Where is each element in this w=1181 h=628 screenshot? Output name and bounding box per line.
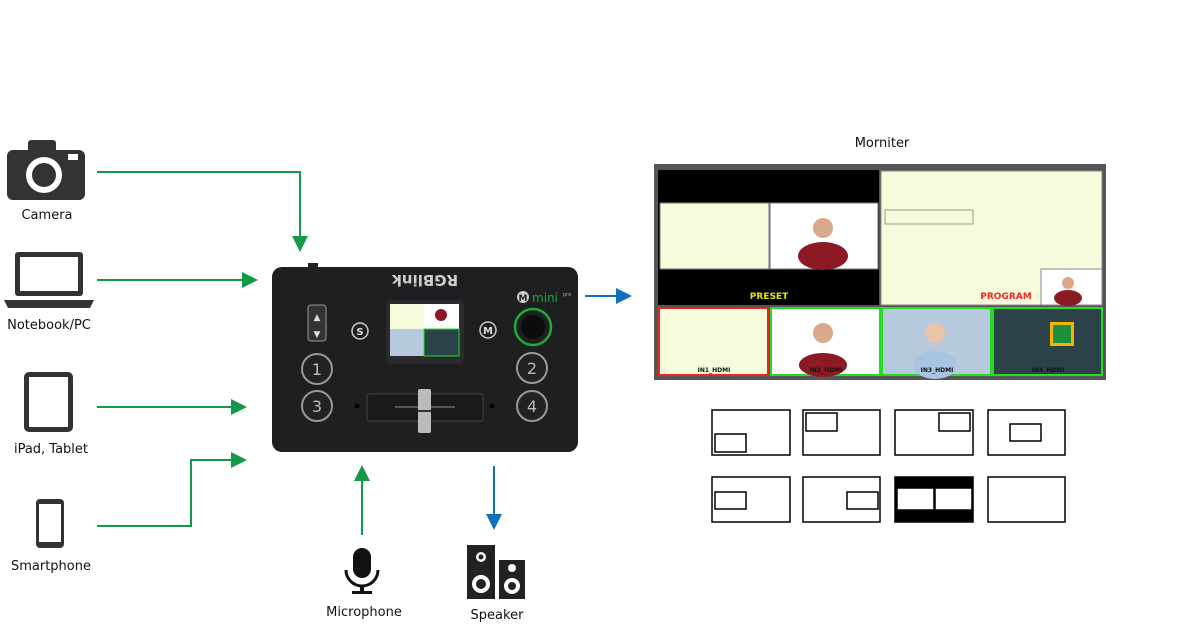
notebook-label: Notebook/PC <box>7 318 91 333</box>
m-button[interactable] <box>479 321 497 339</box>
tablet-icon <box>24 372 73 432</box>
layout-full[interactable] <box>987 476 1066 523</box>
button-1[interactable]: 1 <box>312 360 322 379</box>
m-button-label: M <box>483 326 493 337</box>
button-3[interactable]: 3 <box>312 397 322 416</box>
input-4-window <box>992 307 1103 376</box>
input-1-label: IN1_HDMI <box>698 367 731 374</box>
monitor-title: Morniter <box>855 136 910 151</box>
multiview-monitor: PRESET PROGRAM IN1_HDMI IN2_HDMI IN3_HDM… <box>654 164 1106 380</box>
preset-label: PRESET <box>750 292 789 302</box>
layout-pip-left[interactable] <box>711 476 791 523</box>
joystick[interactable] <box>521 315 545 339</box>
model-name: mini <box>532 291 558 305</box>
smartphone-icon <box>36 499 64 548</box>
brand-logo: RGBlink <box>391 271 458 289</box>
button-4[interactable]: 4 <box>527 397 537 416</box>
layout-pip-center[interactable] <box>987 409 1066 456</box>
speaker-icon <box>467 545 525 599</box>
microphone-icon <box>344 548 380 594</box>
up-arrow-icon[interactable]: ▲ <box>314 313 321 323</box>
device-screen <box>390 304 460 357</box>
switcher-device: RGBlink ▲ ▼ S M M mini pro 1 2 3 4 <box>272 263 578 452</box>
smartphone-label: Smartphone <box>11 559 91 574</box>
model-badge: M <box>519 294 528 304</box>
camera-label: Camera <box>21 208 72 223</box>
s-button[interactable] <box>351 322 369 340</box>
joystick-ring <box>513 307 553 347</box>
layout-side-by-side[interactable] <box>894 476 974 523</box>
input-4-label: IN4_HDMI <box>1032 367 1065 374</box>
down-arrow-icon[interactable]: ▼ <box>314 330 321 340</box>
program-label: PROGRAM <box>980 292 1031 302</box>
camera-arrow <box>97 171 308 252</box>
speaker-label: Speaker <box>471 608 525 623</box>
number-buttons[interactable] <box>301 352 548 422</box>
smartphone-arrow <box>97 452 247 527</box>
input-arrows <box>97 171 370 535</box>
laptop-icon <box>4 252 94 308</box>
layout-pip-top-right[interactable] <box>894 409 974 456</box>
layout-pip-bottom-left[interactable] <box>711 409 791 456</box>
s-button-label: S <box>356 327 363 338</box>
tablet-label: iPad, Tablet <box>14 442 88 457</box>
layout-pip-right[interactable] <box>802 476 881 523</box>
input-2-label: IN2_HDMI <box>810 367 843 374</box>
input-3-label: IN3_HDMI <box>921 367 954 374</box>
model-suffix: pro <box>563 292 571 298</box>
layout-pip-top-left[interactable] <box>802 409 881 456</box>
microphone-label: Microphone <box>326 605 402 620</box>
camera-icon <box>7 140 85 200</box>
layout-options <box>711 409 1066 523</box>
button-2[interactable]: 2 <box>527 359 537 378</box>
input-1-window <box>658 307 769 376</box>
